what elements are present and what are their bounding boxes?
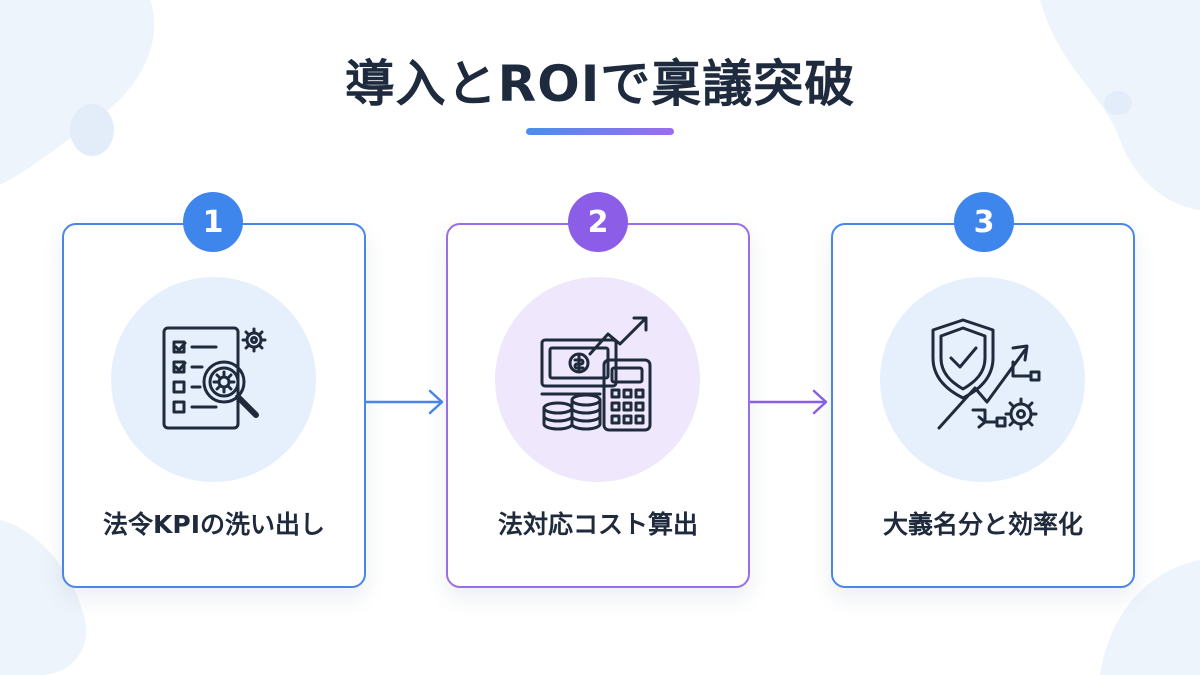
step-number-badge-2: 2 — [568, 192, 628, 252]
icon-circle — [495, 277, 700, 482]
money-calculator-growth-icon — [540, 316, 651, 431]
step-label: 法令KPIの洗い出し — [103, 510, 325, 539]
step-card-1: 法令KPIの洗い出し — [62, 223, 366, 588]
checklist-magnifier-gear-icon — [162, 326, 266, 429]
page-title: 導入とROIで稟議突破 — [344, 55, 856, 113]
icon-circle — [111, 277, 316, 482]
arrow-right-icon — [750, 389, 828, 415]
step-label: 法対応コスト算出 — [497, 510, 698, 539]
shield-check-growth-gear-icon — [931, 318, 1040, 430]
step-card-3: 大義名分と効率化 — [831, 223, 1135, 588]
step-card-2: 法対応コスト算出 — [446, 223, 750, 588]
icon-circle — [880, 277, 1085, 482]
step-number-badge-1: 1 — [183, 192, 243, 252]
title-underline — [526, 128, 674, 135]
step-label: 大義名分と効率化 — [882, 510, 1083, 539]
arrow-right-icon — [366, 389, 444, 415]
step-number-badge-3: 3 — [954, 192, 1014, 252]
